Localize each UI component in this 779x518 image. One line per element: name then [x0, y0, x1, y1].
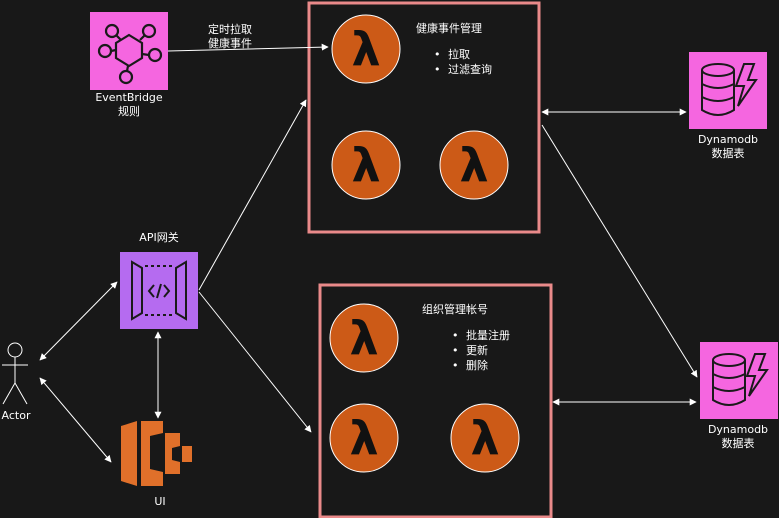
list-item: 删除: [452, 358, 510, 373]
svg-text:λ: λ: [351, 22, 380, 76]
actor-label: Actor: [1, 409, 31, 422]
health-group-box: [307, 1, 541, 234]
svg-text:λ: λ: [349, 411, 378, 465]
dynamodb-bottom-label-line2: 数据表: [721, 437, 755, 450]
schedule-edge-label-line1: 定时拉取: [208, 23, 252, 36]
eventbridge-icon[interactable]: [90, 12, 168, 90]
eventbridge-label-line1: EventBridge: [95, 91, 163, 104]
edge-health-to-dynamodb-bottom: [541, 124, 698, 378]
edge-apigw-to-org: [198, 291, 312, 433]
svg-text:λ: λ: [349, 311, 378, 365]
list-item: 更新: [452, 343, 510, 358]
org-group-items: 批量注册 更新 删除: [452, 328, 510, 373]
edge-eventbridge-to-health: [167, 43, 329, 52]
lambda-icon-health-1[interactable]: λ: [331, 14, 401, 84]
dynamodb-top-label-line1: Dynamodb: [697, 133, 759, 146]
ecs-ui-icon[interactable]: [121, 421, 192, 486]
list-item: 过滤查询: [434, 62, 492, 77]
edge-actor-apigw: [39, 281, 118, 361]
svg-text:λ: λ: [470, 411, 499, 465]
dynamodb-top-label-line2: 数据表: [711, 147, 745, 160]
lambda-icon-health-3[interactable]: λ: [439, 130, 509, 200]
actor-icon[interactable]: [2, 342, 28, 405]
eventbridge-label-line2: 规则: [118, 105, 140, 118]
list-item: 批量注册: [452, 328, 510, 343]
list-item: 拉取: [434, 47, 492, 62]
svg-text:λ: λ: [459, 138, 488, 192]
edge-apigw-to-health: [198, 99, 307, 291]
lambda-icon-health-2[interactable]: λ: [331, 130, 401, 200]
dynamodb-bottom-label-line1: Dynamodb: [707, 423, 769, 436]
schedule-edge-label-line2: 健康事件: [208, 37, 252, 50]
org-group-box: [318, 283, 553, 518]
dynamodb-top-icon[interactable]: [689, 52, 767, 129]
lambda-icon-org-2[interactable]: λ: [329, 403, 399, 473]
health-group-title: 健康事件管理: [416, 22, 482, 35]
lambda-icon-org-1[interactable]: λ: [329, 303, 399, 373]
api-gateway-icon[interactable]: [120, 252, 198, 329]
org-group-title: 组织管理帐号: [422, 303, 488, 316]
svg-text:λ: λ: [351, 138, 380, 192]
edge-actor-ui: [39, 377, 112, 463]
api-gateway-label: API网关: [139, 231, 179, 244]
dynamodb-bottom-icon[interactable]: [700, 342, 778, 419]
ui-label: UI: [154, 495, 166, 508]
lambda-icon-org-3[interactable]: λ: [450, 403, 520, 473]
health-group-items: 拉取 过滤查询: [434, 47, 492, 77]
